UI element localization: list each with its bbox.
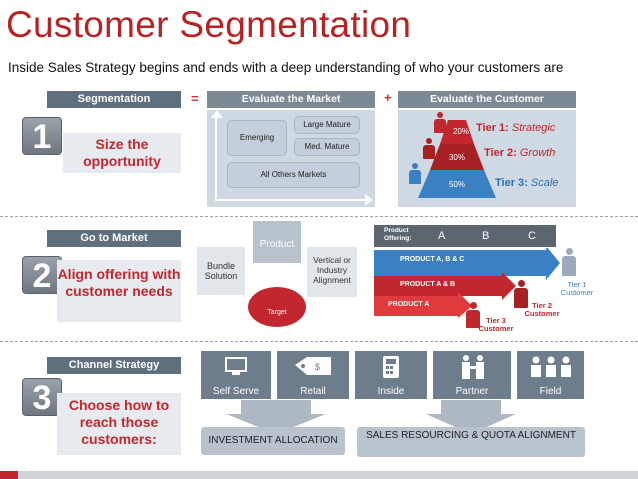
channel-strategy-header: Channel Strategy bbox=[47, 357, 181, 374]
page-title: Customer Segmentation bbox=[6, 4, 412, 45]
allocation-arrows bbox=[226, 400, 516, 434]
segmentation-header: Segmentation bbox=[47, 91, 181, 108]
price-tag-icon: $ bbox=[295, 357, 331, 375]
person-icon bbox=[466, 302, 480, 330]
step-number-1: 1 bbox=[22, 117, 62, 156]
emerging-market-box: Emerging bbox=[227, 120, 287, 156]
handshake-icon bbox=[462, 355, 484, 379]
phone-icon bbox=[383, 356, 399, 378]
product-ab-arrow bbox=[374, 272, 516, 300]
section-divider bbox=[0, 341, 638, 342]
choose-channel-label: Choose how to reach those customers: bbox=[57, 393, 181, 455]
team-icon bbox=[531, 356, 571, 377]
product-a-label: PRODUCT A bbox=[388, 301, 430, 308]
computer-icon bbox=[225, 357, 247, 375]
tier-1-customer-label: Tier 1 Customer bbox=[560, 280, 594, 297]
tier-1-label: Tier 1: Strategic bbox=[476, 122, 556, 134]
market-x-axis bbox=[215, 199, 367, 201]
tier-3-label: Tier 3: Scale bbox=[495, 177, 559, 189]
pyramid-middle bbox=[430, 144, 484, 170]
product-arrows bbox=[374, 248, 560, 318]
offering-letter-c: C bbox=[528, 230, 536, 242]
go-to-market-header: Go to Market bbox=[47, 230, 181, 247]
y-axis-arrow-icon bbox=[211, 110, 223, 118]
svg-text:$: $ bbox=[315, 362, 320, 372]
channel-field: Field bbox=[517, 351, 584, 399]
person-icon bbox=[423, 138, 435, 160]
plus-sign: + bbox=[384, 90, 392, 105]
tier-2-label: Tier 2: Growth bbox=[484, 147, 556, 159]
pyramid-bottom-pct: 50% bbox=[448, 180, 465, 189]
market-panel: Emerging Large Mature Med. Mature All Ot… bbox=[207, 110, 375, 207]
size-opportunity-label: Size the opportunity bbox=[63, 133, 181, 173]
x-axis-arrow-icon bbox=[365, 194, 373, 206]
footer-bar bbox=[0, 471, 638, 479]
channel-retail: $ Retail bbox=[277, 351, 349, 399]
offering-label: Product Offering: bbox=[384, 227, 412, 242]
sales-resourcing-box: SALES RESOURCING & QUOTA ALIGNMENT bbox=[357, 427, 585, 457]
target-circle: Target bbox=[248, 287, 306, 327]
investment-allocation-box: INVESTMENT ALLOCATION bbox=[201, 427, 345, 455]
equals-sign: = bbox=[191, 91, 199, 106]
pyramid-bottom bbox=[418, 170, 496, 198]
pyramid-top bbox=[440, 120, 474, 144]
channel-self-serve: Self Serve bbox=[201, 351, 271, 399]
product-ab-label: PRODUCT A & B bbox=[400, 281, 456, 288]
step-number-3: 3 bbox=[22, 378, 62, 417]
product-a-arrow bbox=[374, 292, 472, 318]
bundle-box: Bundle Solution bbox=[197, 247, 245, 295]
person-icon bbox=[434, 112, 446, 134]
vertical-box: Vertical or Industry Alignment bbox=[307, 247, 357, 297]
evaluate-customer-header: Evaluate the Customer bbox=[398, 91, 576, 108]
person-icon bbox=[409, 163, 421, 185]
all-others-box: All Others Markets bbox=[227, 162, 360, 188]
page-subtitle: Inside Sales Strategy begins and ends wi… bbox=[8, 60, 564, 75]
step-number-2: 2 bbox=[22, 256, 62, 295]
tier-2-customer-label: Tier 2 Customer bbox=[524, 301, 560, 318]
evaluate-market-header: Evaluate the Market bbox=[207, 91, 375, 108]
section-divider bbox=[0, 216, 638, 217]
footer-accent bbox=[0, 471, 18, 479]
align-offering-label: Align offering with customer needs bbox=[57, 260, 181, 322]
channel-partner: Partner bbox=[433, 351, 511, 399]
tier-3-customer-label: Tier 3 Customer bbox=[478, 316, 514, 333]
pyramid-top-pct: 20% bbox=[452, 127, 469, 136]
investment-down-arrow-icon bbox=[226, 400, 326, 434]
customer-pyramid bbox=[418, 120, 496, 198]
resourcing-down-arrow-icon bbox=[426, 400, 516, 434]
offering-letter-b: B bbox=[482, 230, 490, 242]
pyramid-middle-pct: 30% bbox=[448, 153, 465, 162]
person-icon bbox=[562, 248, 576, 278]
product-box: Product bbox=[253, 221, 301, 263]
med-mature-box: Med. Mature bbox=[294, 138, 360, 156]
customer-panel: 20% 30% 50% Tier 1: Strategic Tier 2: Gr… bbox=[398, 110, 576, 207]
person-icon bbox=[514, 280, 528, 310]
product-abc-arrow bbox=[374, 248, 560, 280]
market-y-axis bbox=[215, 114, 217, 200]
offering-letter-a: A bbox=[438, 230, 446, 242]
offering-bar: Product Offering: A B C bbox=[374, 225, 556, 247]
channel-inside: Inside bbox=[355, 351, 427, 399]
product-abc-label: PRODUCT A, B & C bbox=[400, 256, 465, 263]
large-mature-box: Large Mature bbox=[294, 116, 360, 134]
